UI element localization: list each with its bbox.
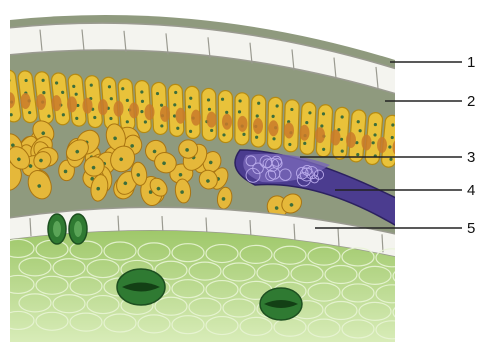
guard-cell-pair-3 bbox=[260, 288, 302, 320]
intercellular-pigment bbox=[269, 120, 279, 136]
label-2: 2 bbox=[467, 93, 475, 110]
intercellular-pigment bbox=[98, 99, 108, 115]
intercellular-pigment bbox=[52, 95, 62, 111]
intercellular-pigment bbox=[83, 98, 93, 114]
intercellular-pigment bbox=[5, 92, 15, 108]
intercellular-pigment bbox=[222, 114, 232, 130]
guard-cell-pair-2 bbox=[117, 269, 165, 305]
intercellular-pigment bbox=[346, 132, 356, 148]
intercellular-pigment bbox=[300, 125, 310, 141]
intercellular-pigment bbox=[21, 93, 31, 109]
intercellular-pigment bbox=[145, 104, 155, 120]
intercellular-pigment bbox=[176, 108, 186, 124]
intercellular-pigment bbox=[238, 116, 248, 132]
lower-cell bbox=[393, 303, 425, 321]
label-3: 3 bbox=[467, 149, 475, 166]
intercellular-pigment bbox=[114, 101, 124, 117]
intercellular-pigment bbox=[284, 122, 294, 138]
intercellular-pigment bbox=[362, 134, 372, 150]
intercellular-pigment bbox=[331, 130, 341, 146]
intercellular-pigment bbox=[315, 127, 325, 143]
intercellular-pigment bbox=[207, 112, 217, 128]
intercellular-pigment bbox=[36, 94, 46, 110]
intercellular-pigment bbox=[67, 96, 77, 112]
intercellular-pigment bbox=[377, 137, 387, 153]
intercellular-pigment bbox=[253, 118, 263, 134]
label-5: 5 bbox=[467, 220, 475, 237]
intercellular-pigment bbox=[129, 102, 139, 118]
lower-cell bbox=[393, 267, 425, 285]
intercellular-pigment bbox=[393, 140, 403, 156]
intercellular-pigment bbox=[160, 106, 170, 122]
label-4: 4 bbox=[467, 182, 475, 199]
label-1: 1 bbox=[467, 54, 475, 71]
intercellular-pigment bbox=[191, 110, 201, 126]
